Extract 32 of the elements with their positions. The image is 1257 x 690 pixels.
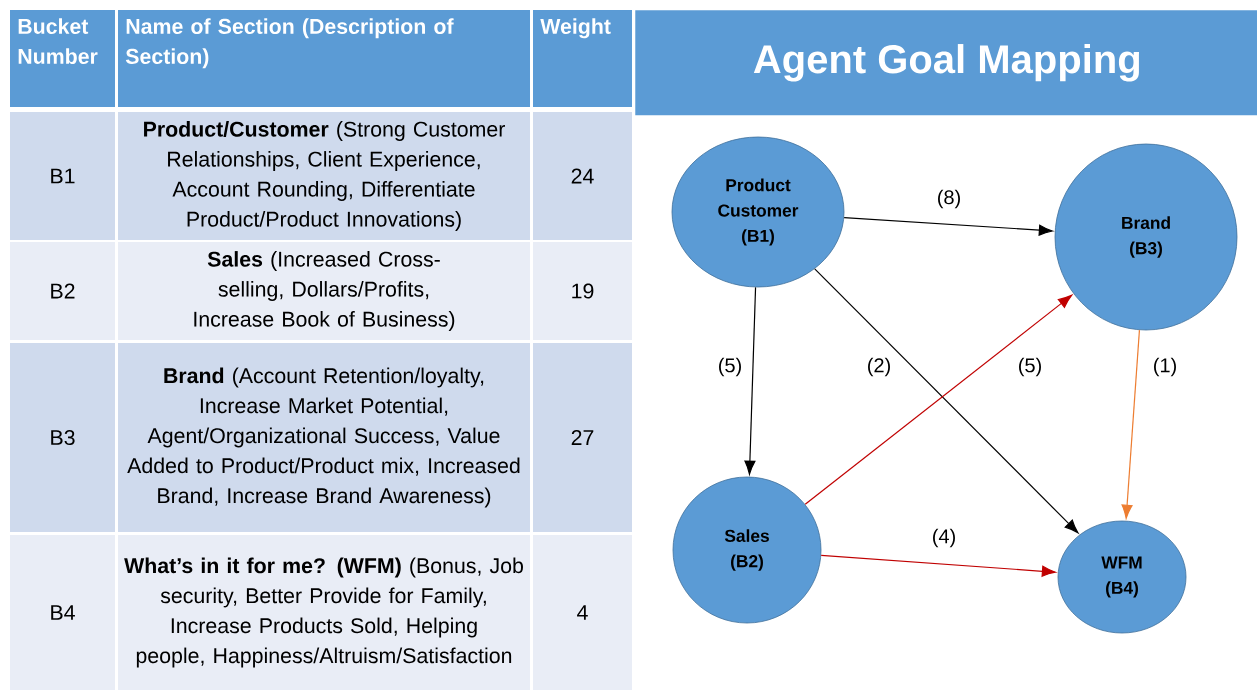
table-cell: Sales (Increased Cross-selling, Dollars/Profits, Increase Book of Business) (118, 242, 530, 340)
table-cell: 24 (533, 112, 632, 240)
arrow (744, 286, 757, 475)
circle-node: Sales (B2) (672, 476, 822, 624)
title-banner: Agent Goal Mapping (635, 10, 1257, 116)
arrow (814, 268, 1079, 534)
edge-label: (1) (1151, 356, 1179, 378)
edge-label: (8) (935, 188, 963, 210)
table-cell: B2 (10, 242, 115, 340)
arrow (804, 294, 1073, 505)
edge-label: (5) (716, 356, 744, 378)
table-cell: What’s in it for me? (WFM) (Bonus, Job security, Better Provide for Family, Increase Products Sold, Helping people, Happiness/Altruism/Satisfaction (118, 535, 530, 690)
header-cell: Bucket Number (10, 10, 115, 107)
table-cell: B1 (10, 112, 115, 240)
table-cell: B4 (10, 535, 115, 690)
table-cell: Brand (Account Retention/loyalty, Increase Market Potential, Agent/Organizational Success, Value Added to Product/Product mix, Increased Brand, Increase Brand Awareness) (118, 343, 530, 532)
edge-label: (4) (930, 527, 958, 549)
circle-node: Brand (B3) (1054, 143, 1238, 331)
arrow (820, 554, 1056, 577)
arrow (1121, 329, 1141, 519)
table-cell: 19 (533, 242, 632, 340)
table-cell: Product/Customer (Strong Customer Relationships, Client Experience, Account Rounding, Differentiate Product/Product Innovations) (118, 112, 530, 240)
arrow (843, 216, 1053, 236)
table-cell: 4 (533, 535, 632, 690)
table-cell: B3 (10, 343, 115, 532)
table-cell: 27 (533, 343, 632, 532)
header-cell: Weight (533, 10, 632, 107)
header-cell: Name of Section (Description of Section) (118, 10, 530, 107)
circle-node: Product Customer (B1) (671, 136, 845, 288)
circle-node: WFM (B4) (1057, 520, 1187, 634)
edge-label: (2) (865, 356, 893, 378)
edge-label: (5) (1016, 356, 1044, 378)
